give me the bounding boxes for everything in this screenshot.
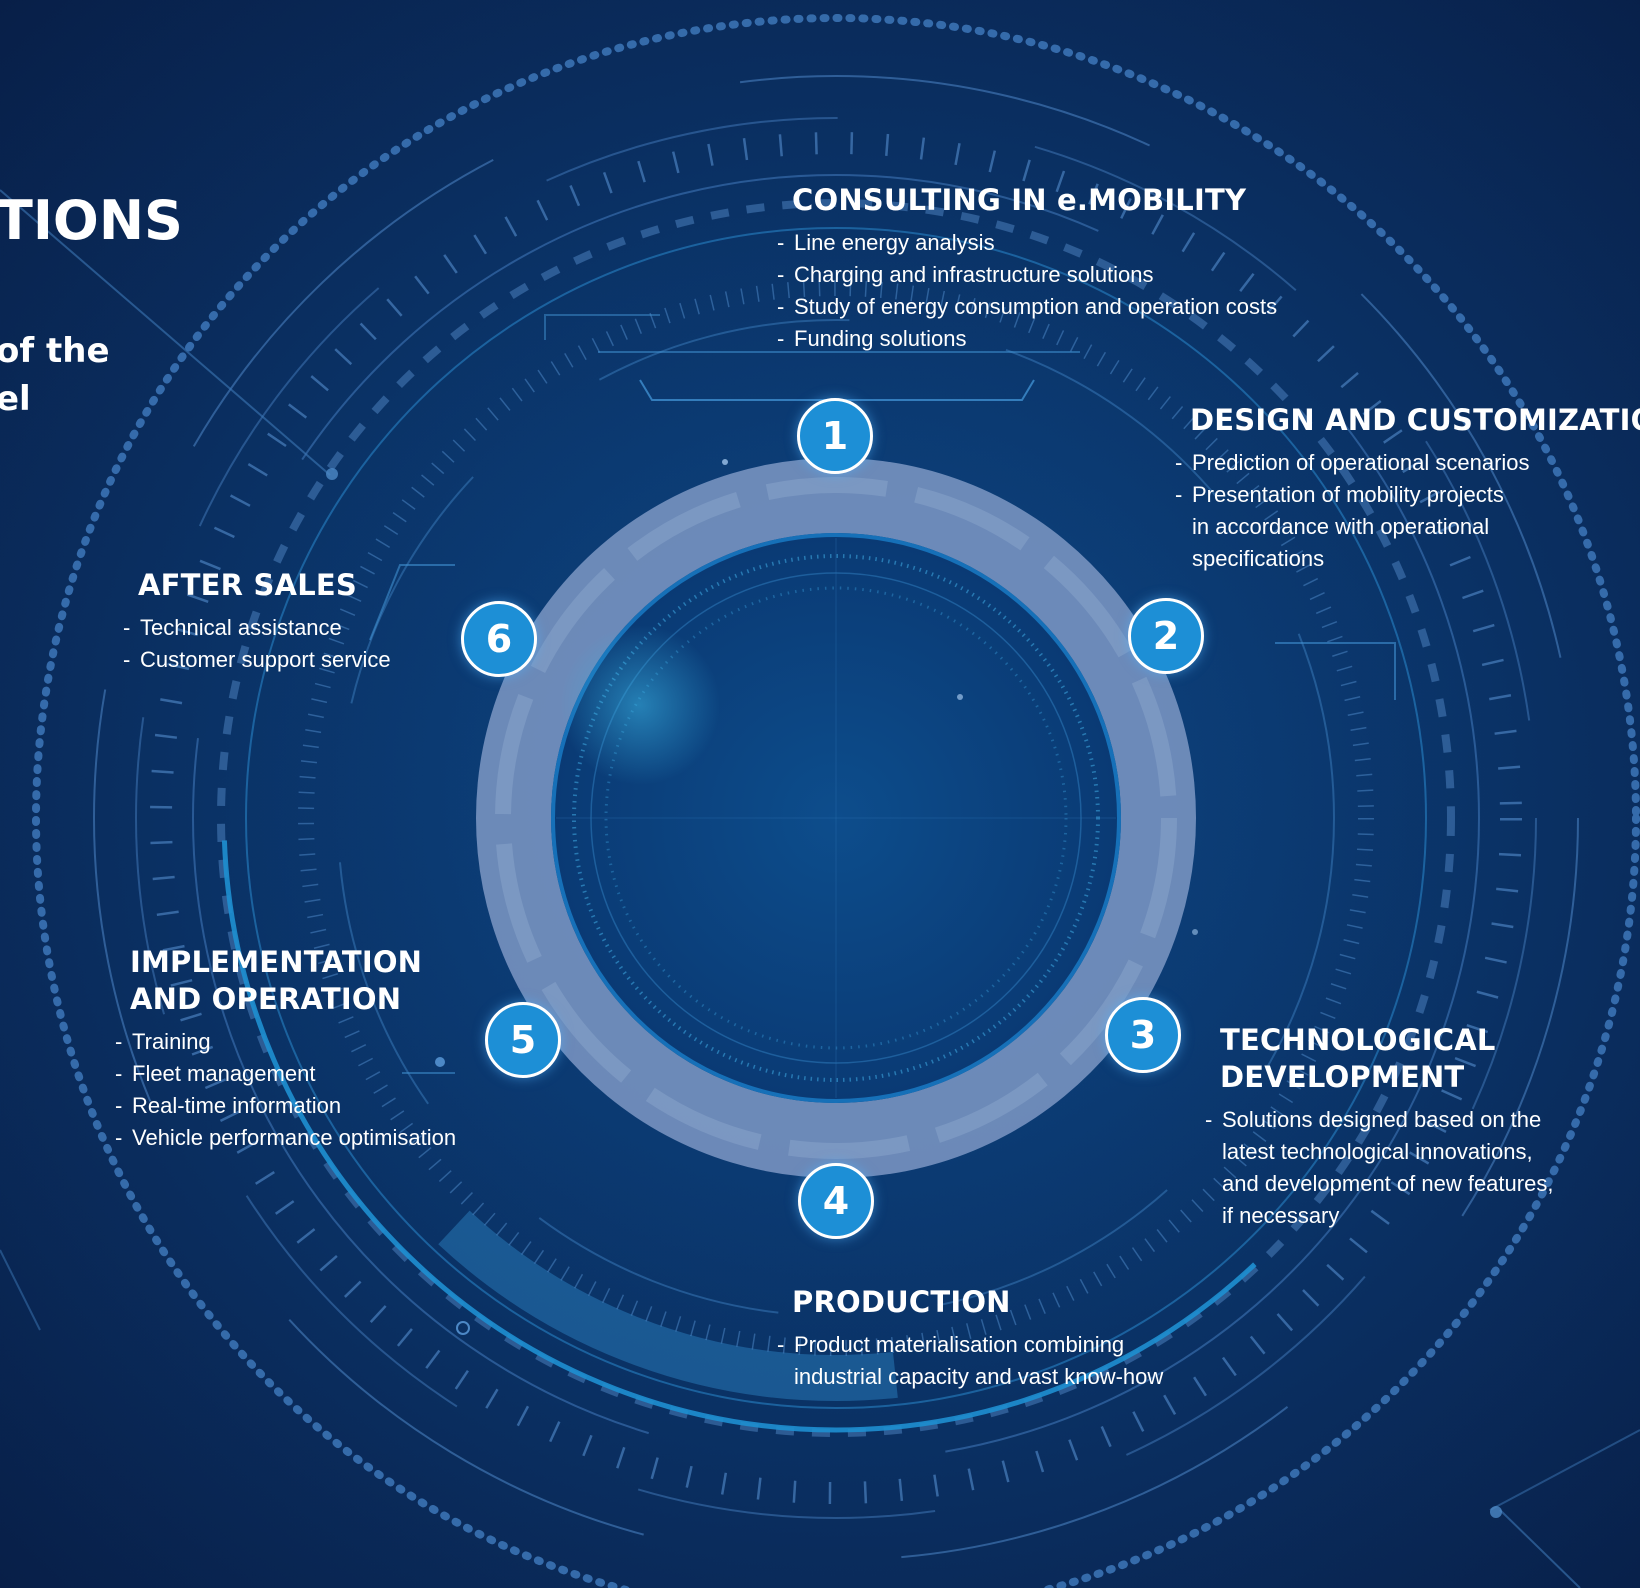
list-item-continuation: industrial capacity and vast know-how <box>794 1364 1164 1389</box>
step-5-title: IMPLEMENTATION AND OPERATION <box>130 944 456 1018</box>
step-2-title: DESIGN AND CUSTOMIZATION <box>1190 402 1640 439</box>
list-item-continuation: if necessary <box>1222 1203 1340 1228</box>
step-3-title-line: DEVELOPMENT <box>1220 1060 1465 1094</box>
list-item-continuation: and development of new features, <box>1222 1171 1554 1196</box>
list-item: Line energy analysis <box>777 227 1277 259</box>
step-4-title-line: PRODUCTION <box>792 1285 1011 1319</box>
list-item: Customer support service <box>123 644 391 676</box>
step-1-badge: 1 <box>797 398 873 474</box>
page-subtitle-line-2: el <box>0 379 31 419</box>
list-item-continuation: in accordance with operational <box>1192 514 1490 539</box>
step-5-title-line: IMPLEMENTATION <box>130 945 423 979</box>
list-item-continuation: specifications <box>1192 546 1325 571</box>
step-2-badge: 2 <box>1128 598 1204 674</box>
step-1-block: CONSULTING IN e.MOBILITY Line energy ana… <box>777 182 1277 355</box>
page-subtitle-line-1: of the <box>0 331 110 371</box>
list-item: Presentation of mobility projects <box>1175 479 1640 511</box>
step-6-list: Technical assistance Customer support se… <box>123 612 391 676</box>
list-item-continuation: latest technological innovations, <box>1222 1139 1533 1164</box>
step-6-title-line: AFTER SALES <box>138 568 357 602</box>
list-item: Product materialisation combining <box>777 1329 1163 1361</box>
list-item: Technical assistance <box>123 612 391 644</box>
step-1-title: CONSULTING IN e.MOBILITY <box>792 182 1277 219</box>
step-4-block: PRODUCTION Product materialisation combi… <box>777 1284 1163 1393</box>
list-item: Funding solutions <box>777 323 1277 355</box>
step-3-list: Solutions designed based on the latest t… <box>1205 1104 1553 1232</box>
step-3-title-line: TECHNOLOGICAL <box>1220 1023 1496 1057</box>
step-6-title: AFTER SALES <box>138 567 391 604</box>
list-item: Vehicle performance optimisation <box>115 1122 456 1154</box>
step-6-badge: 6 <box>461 601 537 677</box>
step-5-title-line: AND OPERATION <box>130 982 402 1016</box>
step-5-list: Training Fleet management Real-time info… <box>115 1026 456 1154</box>
step-6-block: AFTER SALES Technical assistance Custome… <box>123 567 391 676</box>
list-item: Training <box>115 1026 456 1058</box>
step-4-list: Product materialisation combining indust… <box>777 1329 1163 1393</box>
step-3-title: TECHNOLOGICAL DEVELOPMENT <box>1220 1022 1553 1096</box>
step-2-block: DESIGN AND CUSTOMIZATION Prediction of o… <box>1175 402 1640 575</box>
step-4-title: PRODUCTION <box>792 1284 1163 1321</box>
list-item: Prediction of operational scenarios <box>1175 447 1640 479</box>
list-item: Fleet management <box>115 1058 456 1090</box>
page-title-partial: TIONS <box>0 189 183 252</box>
step-2-list: Prediction of operational scenarios Pres… <box>1175 447 1640 575</box>
list-item: Solutions designed based on the <box>1205 1104 1553 1136</box>
list-item: Study of energy consumption and operatio… <box>777 291 1277 323</box>
list-item: Real-time information <box>115 1090 456 1122</box>
step-1-list: Line energy analysis Charging and infras… <box>777 227 1277 355</box>
step-3-block: TECHNOLOGICAL DEVELOPMENT Solutions desi… <box>1205 1022 1553 1232</box>
step-1-title-line: CONSULTING IN e.MOBILITY <box>792 183 1247 217</box>
step-3-badge: 3 <box>1105 997 1181 1073</box>
step-5-badge: 5 <box>485 1002 561 1078</box>
step-2-title-line: DESIGN AND CUSTOMIZATION <box>1190 403 1640 437</box>
list-item: Charging and infrastructure solutions <box>777 259 1277 291</box>
step-4-badge: 4 <box>798 1163 874 1239</box>
step-5-block: IMPLEMENTATION AND OPERATION Training Fl… <box>115 944 456 1154</box>
